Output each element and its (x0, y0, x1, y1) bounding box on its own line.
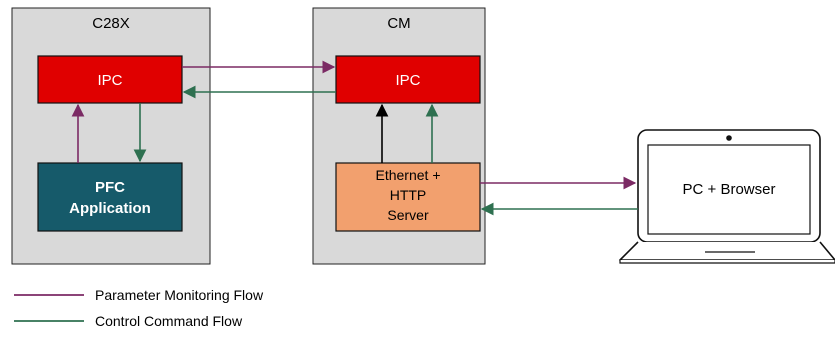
c28x-ipc-label: IPC (97, 72, 122, 89)
pfc-application-line1: PFC (95, 179, 125, 196)
cm-ipc-block (335, 55, 481, 104)
cm-panel-title: CM (387, 15, 410, 32)
cm-ipc-label: IPC (395, 72, 420, 89)
ethernet-server-line2: HTTP (390, 187, 427, 203)
c28x-ipc-block (37, 55, 183, 104)
laptop-icon (619, 129, 835, 264)
ethernet-server-line3: Server (387, 207, 429, 223)
pfc-application-block (37, 162, 183, 232)
pfc-application-line2: Application (69, 200, 151, 217)
ethernet-server-block (335, 162, 481, 232)
legend-control-label: Control Command Flow (95, 313, 243, 329)
c28x-panel-title: C28X (92, 15, 130, 32)
legend-monitoring-label: Parameter Monitoring Flow (95, 287, 264, 303)
pc-browser-label: PC + Browser (683, 181, 776, 198)
ethernet-server-line1: Ethernet + (376, 167, 441, 183)
